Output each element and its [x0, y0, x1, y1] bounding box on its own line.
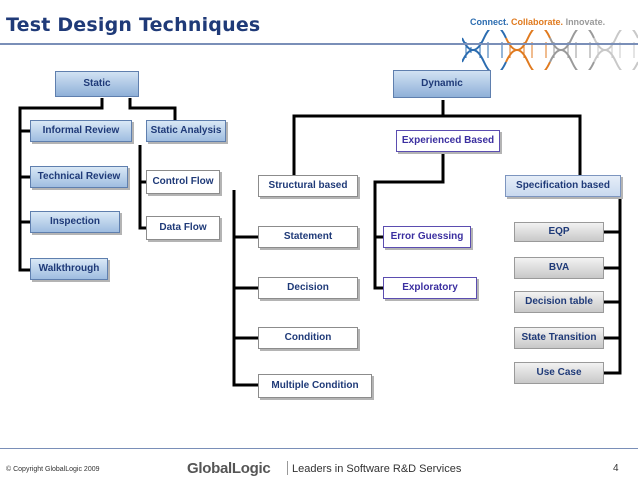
exploratory-node: Exploratory	[383, 277, 477, 299]
logo-tagline: Leaders in Software R&D Services	[292, 463, 462, 475]
data-flow-node: Data Flow	[146, 216, 220, 240]
logo-separator	[287, 461, 288, 475]
tagline-innovate: Innovate.	[565, 17, 606, 27]
multiple-condition-node: Multiple Condition	[258, 374, 372, 398]
tagline: Connect. Collaborate. Innovate.	[470, 17, 605, 27]
decision-node: Decision	[258, 277, 358, 299]
control-flow-node: Control Flow	[146, 170, 220, 194]
inspection-node: Inspection	[30, 211, 120, 233]
walkthrough-node: Walkthrough	[30, 258, 108, 280]
eqp-node: EQP	[514, 222, 604, 242]
bva-node: BVA	[514, 257, 604, 279]
header-divider	[0, 43, 638, 45]
specification-based-node: Specification based	[505, 175, 621, 197]
page-title: Test Design Techniques	[6, 14, 261, 36]
statement-node: Statement	[258, 226, 358, 248]
use-case-node: Use Case	[514, 362, 604, 384]
footer-divider	[0, 448, 638, 449]
static-analysis-node: Static Analysis	[146, 120, 226, 142]
condition-node: Condition	[258, 327, 358, 349]
experienced-based-node: Experienced Based	[396, 130, 500, 152]
page-number: 4	[613, 463, 619, 474]
decision-table-node: Decision table	[514, 291, 604, 313]
tagline-collaborate: Collaborate.	[511, 17, 564, 27]
copyright-text: © Copyright GlobalLogic 2009	[6, 466, 100, 473]
informal-review-node: Informal Review	[30, 120, 132, 142]
static-node: Static	[55, 71, 139, 97]
technical-review-node: Technical Review	[30, 166, 128, 188]
structural-based-node: Structural based	[258, 175, 358, 197]
state-transition-node: State Transition	[514, 327, 604, 349]
tagline-connect: Connect.	[470, 17, 509, 27]
company-logo: GlobalLogic	[187, 460, 271, 477]
error-guessing-node: Error Guessing	[383, 226, 471, 248]
dynamic-node: Dynamic	[393, 70, 491, 98]
